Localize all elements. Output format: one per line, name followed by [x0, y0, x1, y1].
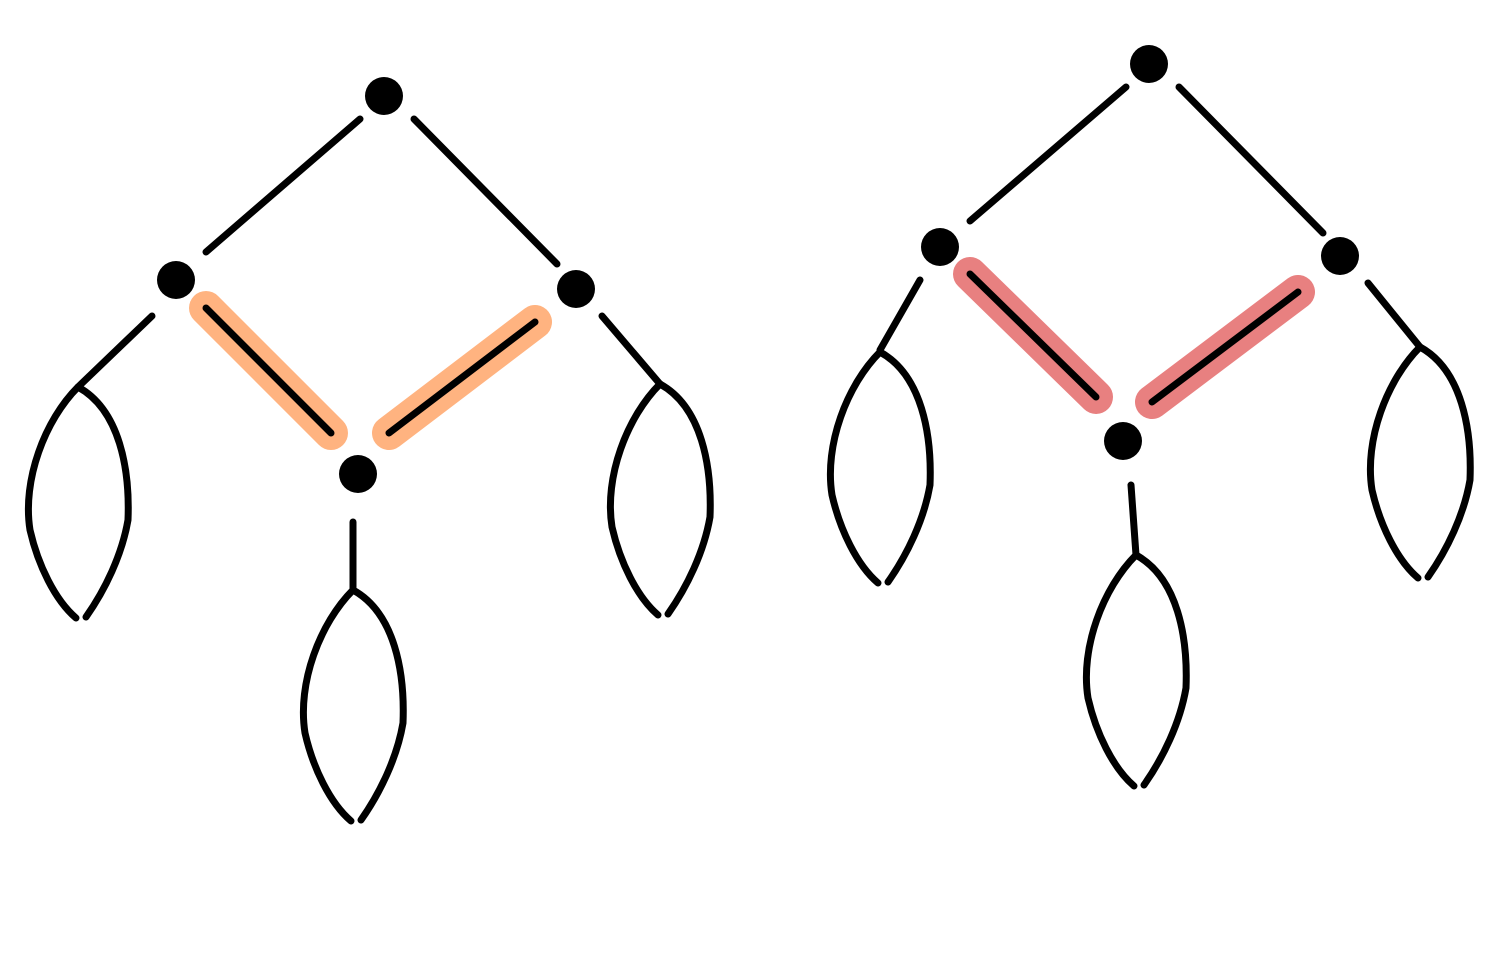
- right-edge-right-to-leaf: [1364, 279, 1424, 351]
- right-leaf-bottom: [1082, 551, 1190, 790]
- left-leaf-bottom: [299, 586, 407, 825]
- right-edge-left-to-leaf: [876, 276, 924, 354]
- left-root-node: [365, 77, 403, 115]
- right-mid-right-node: [1321, 237, 1359, 275]
- left-edge-right-to-leaf: [598, 312, 664, 388]
- right-edge-root-to-left: [966, 83, 1130, 225]
- left-tree: [24, 77, 714, 825]
- right-edge-left-to-bottom: [966, 270, 1100, 401]
- left-leaf-outer-right: [606, 380, 714, 619]
- left-edge-right-to-bottom: [385, 318, 539, 437]
- right-edge-right-to-bottom: [1148, 288, 1302, 406]
- right-edge-bottom-to-leaf: [1127, 481, 1140, 559]
- right-root-node: [1130, 45, 1168, 83]
- right-leaf-outer-right: [1366, 343, 1474, 582]
- left-bottom-node: [339, 455, 377, 493]
- left-edge-left-to-leaf: [74, 312, 156, 391]
- left-leaf-outer-left: [24, 383, 132, 622]
- right-edge-root-to-right: [1175, 83, 1327, 237]
- right-mid-left-node: [921, 228, 959, 266]
- left-edge-root-to-left: [202, 115, 364, 256]
- right-tree: [826, 45, 1474, 790]
- right-leaf-outer-left: [826, 348, 934, 587]
- right-bottom-node: [1104, 422, 1142, 460]
- left-mid-left-node: [157, 261, 195, 299]
- left-mid-right-node: [557, 270, 595, 308]
- left-edge-left-to-bottom: [202, 304, 335, 437]
- left-edge-root-to-right: [410, 115, 561, 268]
